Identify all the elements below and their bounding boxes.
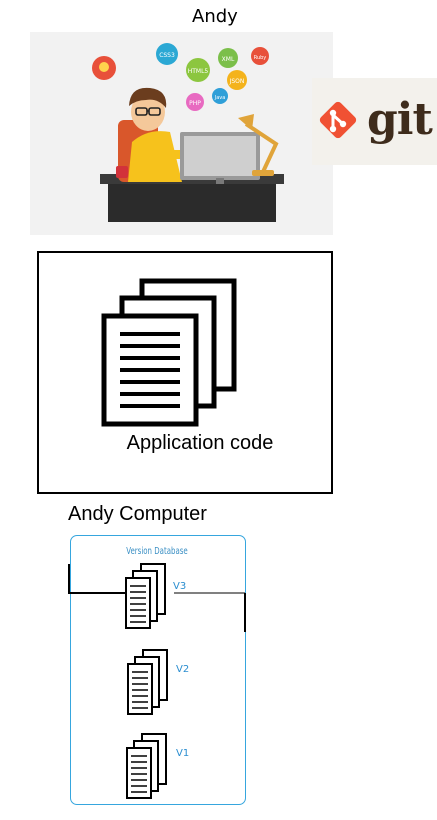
svg-text:HTML5: HTML5 <box>188 68 209 75</box>
svg-text:CSS3: CSS3 <box>159 52 175 59</box>
version-3-document-icon <box>125 563 166 629</box>
version-label-v1: V1 <box>176 748 190 759</box>
svg-text:Ruby: Ruby <box>254 55 267 61</box>
developer-name: Andy <box>192 6 238 27</box>
computer-label: Andy Computer <box>68 503 207 525</box>
svg-text:XML: XML <box>222 56 235 63</box>
developer-illustration: CSS3 HTML5 XML Ruby JSON PHP Java <box>30 32 333 235</box>
version-2-document-icon <box>127 649 168 715</box>
version-label-v3: V3 <box>173 581 187 592</box>
git-logo: git <box>312 78 437 165</box>
svg-text:JSON: JSON <box>229 78 245 85</box>
git-diamond-icon <box>319 101 357 139</box>
version-label-v2: V2 <box>176 664 190 675</box>
svg-text:Java: Java <box>214 95 226 101</box>
svg-text:PHP: PHP <box>189 100 201 107</box>
document-stack-icon <box>101 278 237 427</box>
connector-lines <box>68 564 246 632</box>
version-database-label: Version Database <box>126 546 188 557</box>
version-1-document-icon <box>126 733 167 799</box>
application-code-label: Application code <box>126 432 274 454</box>
git-logo-text: git <box>367 94 433 145</box>
developer-at-desk-icon: CSS3 HTML5 XML Ruby JSON PHP Java <box>92 43 284 222</box>
